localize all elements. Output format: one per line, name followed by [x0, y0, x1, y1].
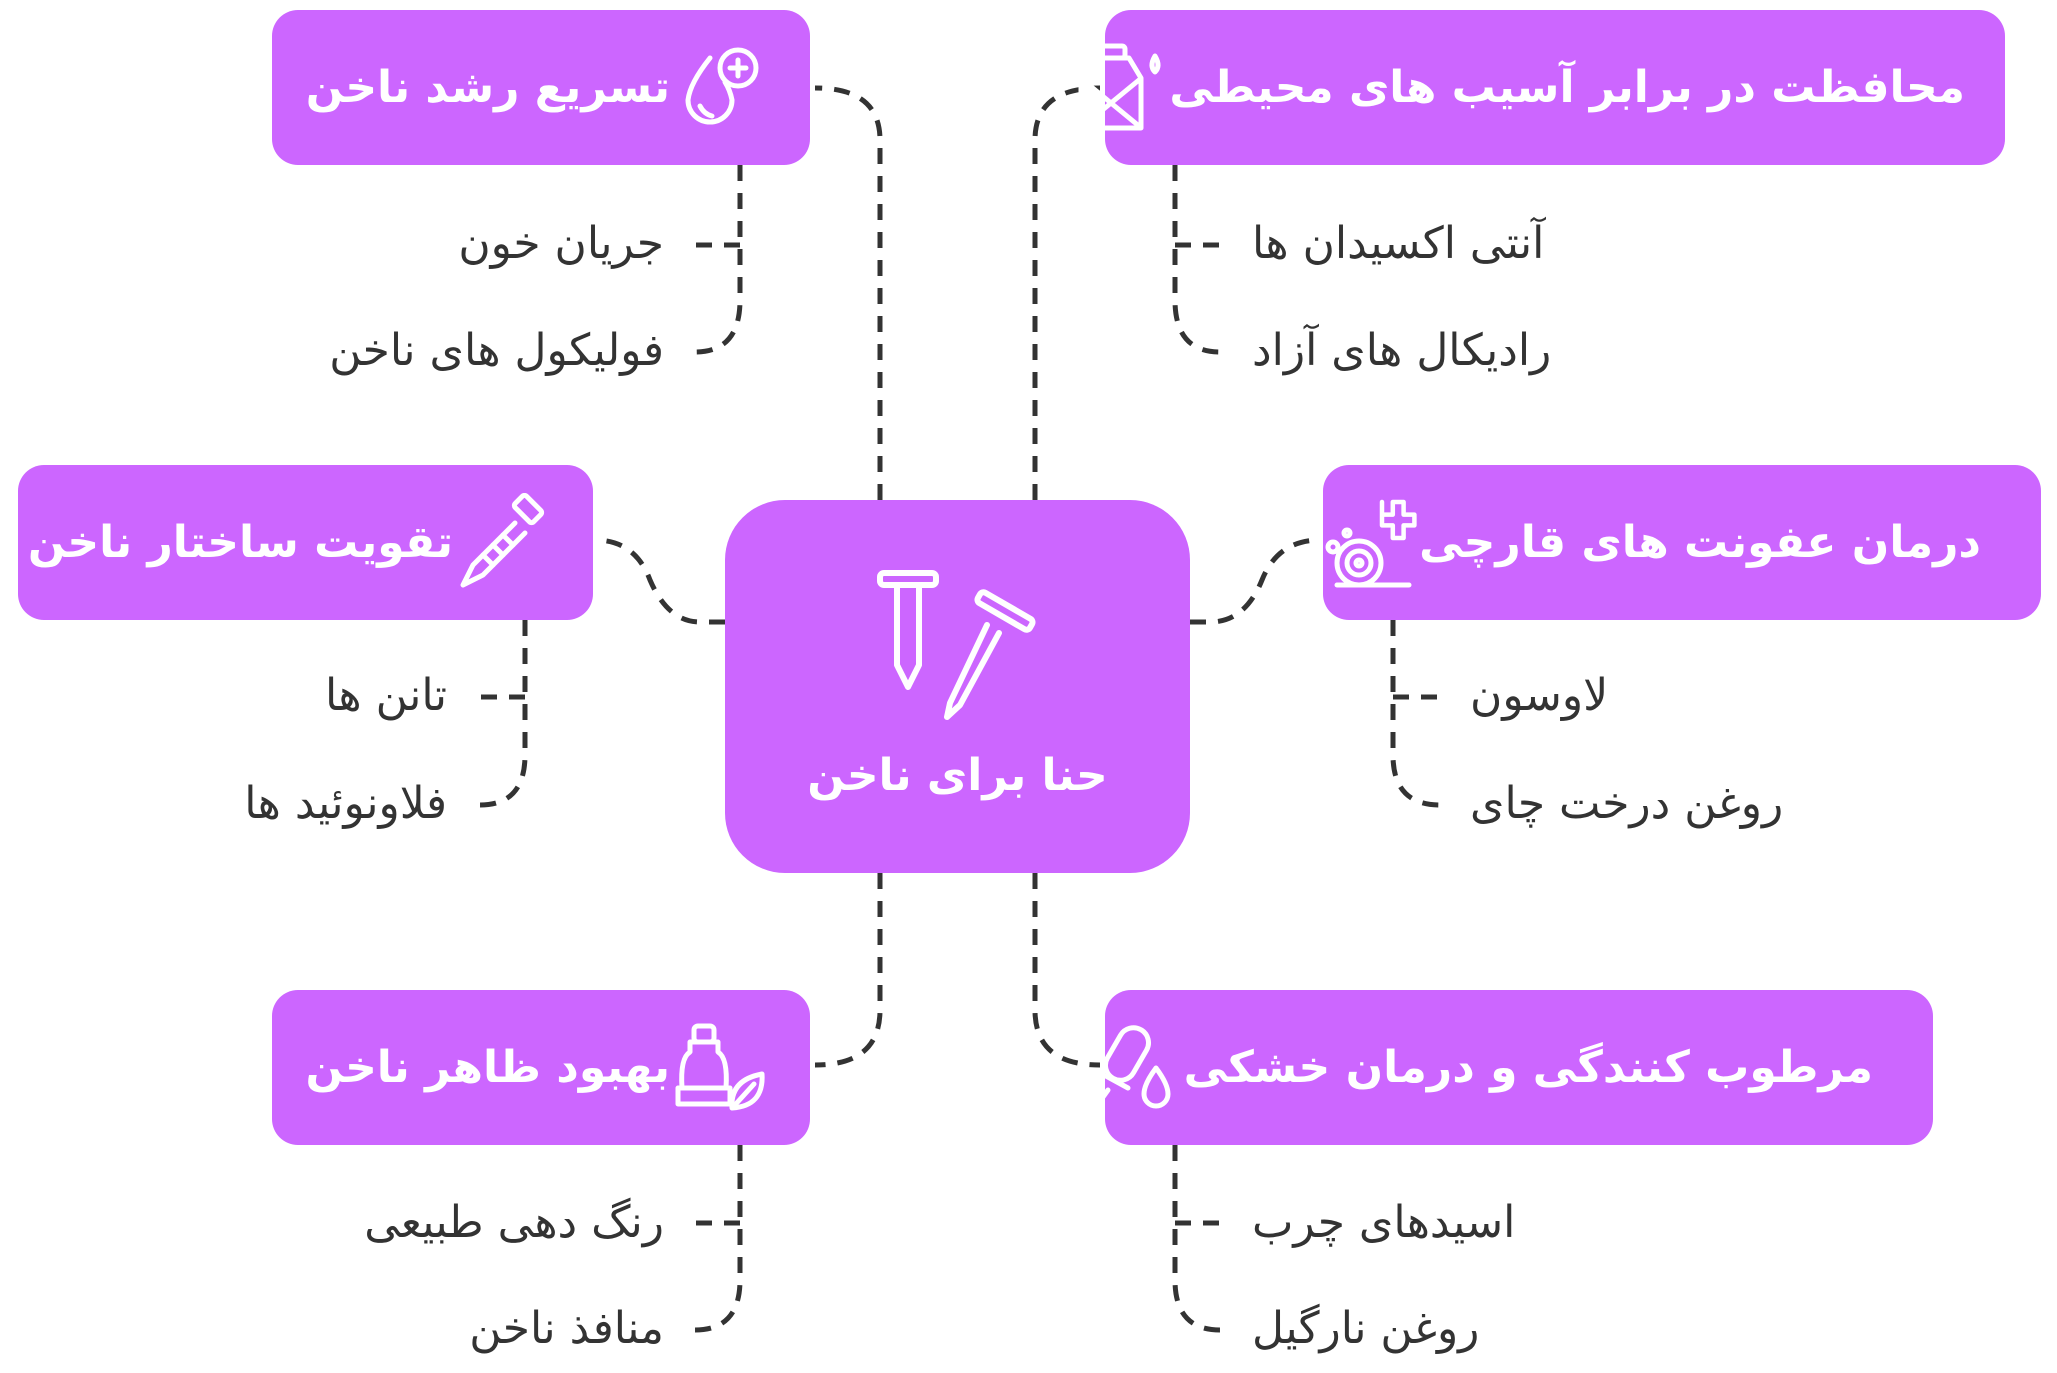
connector-protection	[1032, 85, 1101, 500]
leaf-connector-moisture	[1172, 1145, 1228, 1333]
leaf-structure-1: تانن ها	[325, 670, 447, 721]
leaf-structure-2: فلاونوئید ها	[244, 778, 447, 829]
connector-fungal	[1190, 537, 1321, 625]
leaf-protection-1: آنتی اکسیدان ها	[1252, 218, 1545, 269]
lotion-drop-icon	[1084, 1018, 1184, 1118]
leaf-moisture-2: روغن نارگیل	[1252, 1303, 1480, 1354]
leaf-growth-2: فولیکول های ناخن	[329, 325, 664, 376]
nails-icon	[875, 555, 1045, 725]
center-title: حنا برای ناخن	[807, 750, 1108, 801]
leaf-connector-structure	[470, 620, 528, 808]
topic-growth: تسریع رشد ناخن	[272, 10, 810, 165]
topic-protection-label: محافظت در برابر آسیب های محیطی	[1169, 62, 1965, 113]
topic-moisture-label: مرطوب کنندگی و درمان خشکی	[1183, 1042, 1873, 1093]
leaf-connector-growth-1	[694, 165, 743, 355]
topic-structure-label: تقویت ساختار ناخن	[27, 517, 453, 568]
topic-fungal: درمان عفونت های قارچی	[1323, 465, 2041, 620]
leaf-connector-protection	[1172, 165, 1228, 355]
drop-plus-icon	[670, 38, 770, 138]
connector-appearance	[814, 873, 883, 1068]
center-node: حنا برای ناخن	[725, 500, 1190, 873]
topic-appearance-label: بهبود ظاهر ناخن	[305, 1042, 670, 1093]
leaf-appearance-2: منافذ ناخن	[469, 1303, 664, 1354]
connector-growth	[814, 85, 883, 500]
leaf-connector-fungal	[1390, 620, 1448, 808]
leaf-moisture-1: اسیدهای چرب	[1252, 1197, 1516, 1248]
topic-structure: تقویت ساختار ناخن	[18, 465, 593, 620]
topic-protection: محافظت در برابر آسیب های محیطی	[1078, 10, 2005, 165]
leaf-growth-1: جریان خون	[458, 218, 664, 269]
topic-fungal-label: درمان عفونت های قارچی	[1419, 517, 1981, 568]
leaf-protection-2: رادیکال های آزاد	[1252, 325, 1552, 376]
screw-icon	[453, 492, 553, 593]
bottle-leaf-icon	[670, 1018, 770, 1118]
connector-structure	[594, 537, 725, 625]
fungus-cross-icon	[1319, 493, 1419, 593]
topic-moisture: مرطوب کنندگی و درمان خشکی	[1095, 990, 1933, 1145]
leaf-fungal-1: لاوسون	[1470, 670, 1609, 721]
topic-growth-label: تسریع رشد ناخن	[305, 62, 670, 113]
leaf-connector-appearance	[688, 1145, 743, 1333]
leaf-appearance-1: رنگ دهی طبیعی	[364, 1197, 664, 1248]
leaf-fungal-2: روغن درخت چای	[1470, 778, 1784, 829]
shield-bottle-icon	[1069, 38, 1169, 138]
connector-moisture	[1032, 873, 1101, 1068]
topic-appearance: بهبود ظاهر ناخن	[272, 990, 810, 1145]
